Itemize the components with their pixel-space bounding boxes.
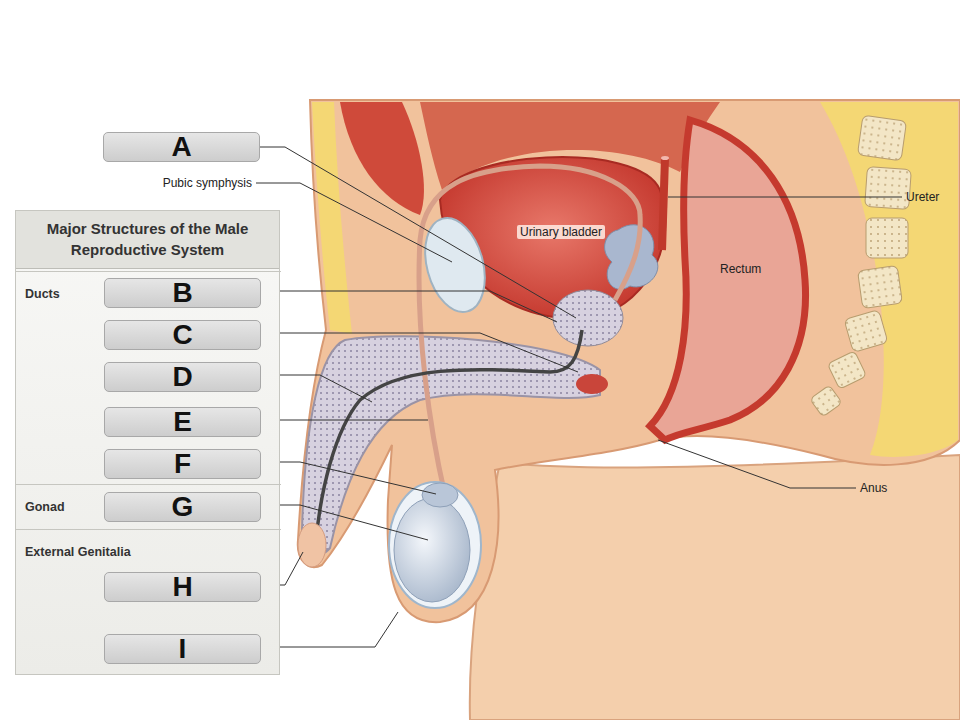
part-label: Ureter (906, 190, 939, 204)
leader-line (260, 291, 557, 322)
section-heading: Ducts (25, 287, 60, 302)
panel-section: Ducts BCDEF (16, 271, 281, 484)
abdominal-muscle (340, 102, 424, 215)
abdominal-fat (312, 102, 352, 334)
section-heading: External Genitalia (25, 545, 131, 560)
prostate (553, 290, 623, 346)
rectum (650, 120, 806, 440)
back-fat (820, 102, 958, 457)
callout-letter: G (172, 493, 194, 521)
vertebra (857, 115, 906, 161)
vertebra (858, 265, 903, 308)
callout-letter: F (174, 450, 191, 478)
panel-heading: Major Structures of the Male Reproductiv… (16, 211, 279, 269)
vertebra (866, 218, 908, 258)
leader-line (260, 505, 428, 540)
callout-letter: D (172, 363, 192, 391)
vertebra (827, 351, 866, 389)
ureter (662, 158, 665, 250)
panel-section: External GenitaliaH I (16, 529, 281, 676)
legend-panel: Major Structures of the Male Reproductiv… (15, 210, 280, 675)
vertebra (810, 385, 842, 417)
penile-bulb (576, 374, 608, 394)
callout-letter: E (173, 408, 192, 436)
body-section (298, 100, 960, 622)
thigh (470, 455, 960, 720)
callout-letter: H (172, 573, 192, 601)
vertebra (844, 310, 888, 353)
ductus-deferens (419, 166, 640, 495)
leader-line (260, 462, 436, 494)
part-label: Anus (860, 481, 887, 495)
callout-letter: B (172, 279, 192, 307)
ureter-opening (661, 156, 669, 160)
sacrum-vertebrae (810, 115, 912, 417)
tunica-outline (389, 482, 481, 608)
label-box: E (104, 407, 261, 437)
part-label: Rectum (720, 262, 761, 276)
section-heading: Gonad (25, 500, 65, 515)
label-box: D (104, 362, 261, 392)
leader-line (260, 612, 398, 647)
leader-line (658, 440, 856, 488)
callout-letter: A (171, 133, 191, 161)
seminal-vesicle (605, 225, 658, 290)
label-box: G (104, 492, 261, 522)
leader-line (260, 333, 578, 372)
label-box: A (103, 132, 260, 162)
label-box: B (104, 278, 261, 308)
label-box: F (104, 449, 261, 479)
epididymis (422, 483, 458, 507)
leader-line (256, 183, 452, 262)
part-label: Urinary bladder (517, 225, 605, 239)
pubic-symphysis (416, 211, 495, 318)
leader-line (260, 420, 428, 421)
glans (298, 523, 326, 567)
label-box: I (104, 634, 261, 664)
vertebra (865, 167, 912, 210)
part-label: Pubic symphysis (163, 176, 252, 190)
label-box: C (104, 320, 261, 350)
callout-letter: I (179, 635, 187, 663)
leader-line (668, 197, 902, 198)
panel-section: Gonad G (16, 484, 281, 529)
callout-letter: C (172, 321, 192, 349)
label-box: H (104, 572, 261, 602)
testis (394, 498, 470, 602)
